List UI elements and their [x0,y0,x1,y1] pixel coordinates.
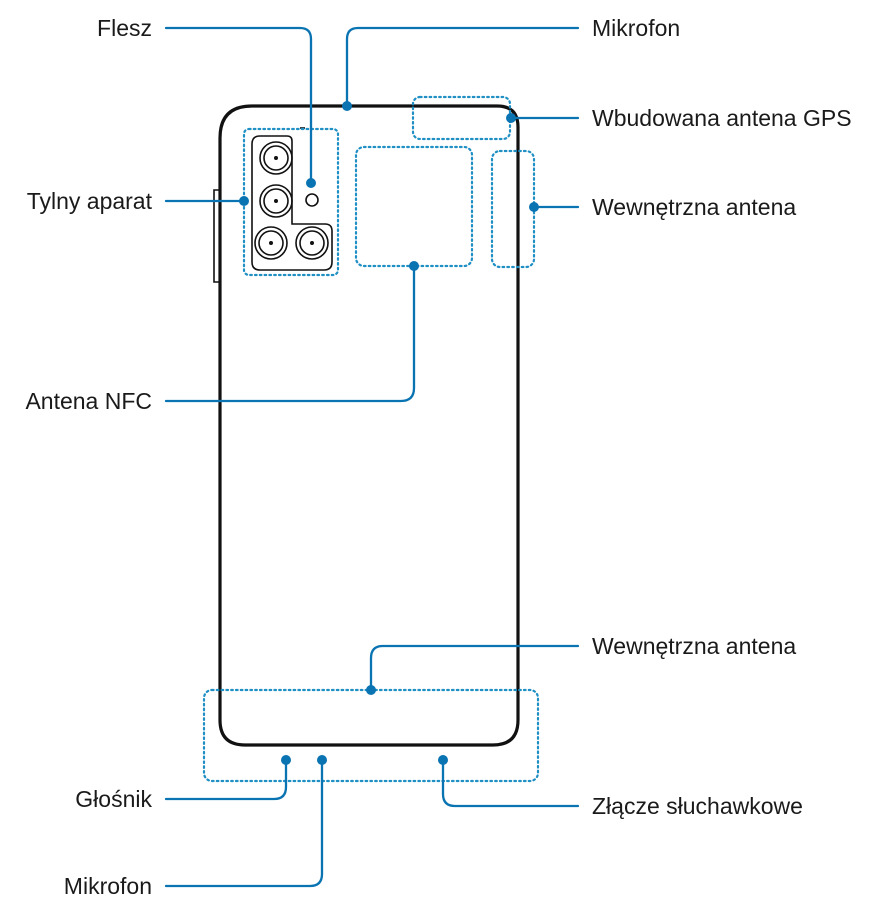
label-internal-antenna-bottom: Wewnętrzna antena [592,633,796,659]
label-bottom-microphone: Mikrofon [64,873,152,899]
leader-side-antenna [529,202,580,212]
leader-headset-jack [438,755,580,808]
label-nfc-antenna: Antena NFC [25,388,152,414]
bottom-antenna-region [202,688,540,783]
gps-antenna-region [411,95,512,141]
nfc-antenna-region [354,145,474,268]
camera-lens-4 [295,226,329,260]
phone-body-outline [218,104,520,747]
leader-top-microphone [342,26,580,111]
camera-lens-2 [259,184,293,218]
leader-bottom-microphone [164,755,327,888]
leader-nfc-antenna [164,261,419,403]
label-speaker: Głośnik [75,786,152,812]
camera-lens-1 [259,141,293,175]
label-flash: Flesz [97,15,152,41]
label-rear-camera: Tylny aparat [27,188,153,214]
label-headset-jack: Złącze słuchawkowe [592,793,803,819]
label-top-microphone: Mikrofon [592,15,680,41]
side-antenna-region [490,149,536,269]
flash-element [305,193,319,207]
side-button [213,189,220,283]
label-internal-antenna-side: Wewnętrzna antena [592,194,796,220]
label-gps-antenna: Wbudowana antena GPS [592,105,852,131]
leader-rear-camera [164,196,249,206]
leader-speaker [164,755,291,801]
camera-lens-3 [254,226,288,260]
leader-gps-antenna [506,113,580,123]
leader-bottom-antenna [366,644,580,695]
leader-flash [164,26,316,188]
